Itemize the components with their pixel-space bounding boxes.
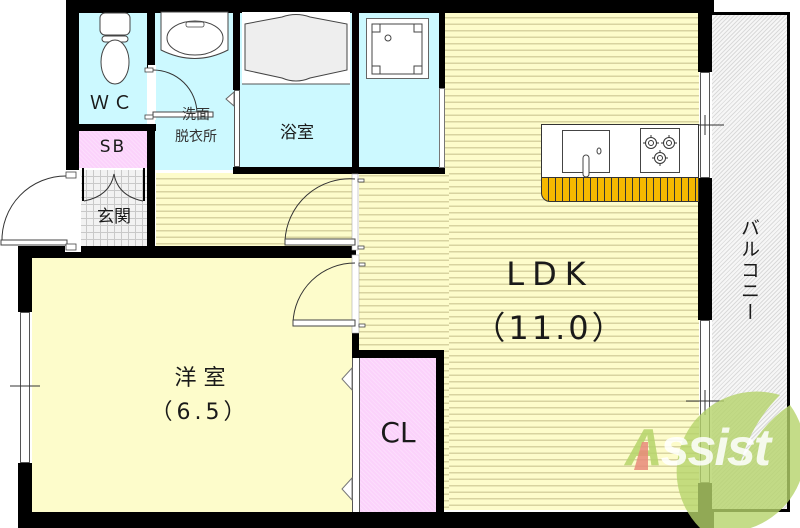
sb-doors[interactable]	[80, 168, 150, 208]
western-room	[32, 258, 352, 514]
kitchen-counter-bar	[541, 178, 699, 202]
closet-door-track	[352, 358, 360, 512]
assist-logo-accent	[634, 442, 648, 470]
washing-machine-pan-icon	[366, 18, 429, 79]
wall-wc-wash	[147, 0, 155, 68]
wall-western-left-b	[18, 463, 32, 523]
wash-basin-icon	[160, 11, 229, 59]
shoe-box	[78, 131, 148, 168]
closet-door-markers	[341, 366, 353, 502]
wall-bottom	[18, 512, 714, 528]
wc-label: ＷＣ	[89, 92, 136, 114]
wall-closet-top	[352, 350, 442, 358]
washroom-label-line2: 脱衣所	[175, 129, 217, 145]
ldk-label: LDK	[506, 255, 594, 293]
western-room-door[interactable]	[285, 254, 375, 335]
closet	[360, 357, 436, 512]
ldk-floor-main	[444, 12, 699, 510]
bath-door-marker	[225, 90, 235, 108]
entrance-door[interactable]	[0, 170, 82, 252]
western-window[interactable]	[20, 312, 30, 463]
wall-wc-wash-low	[147, 124, 155, 176]
sb-label: SB	[99, 137, 127, 157]
western-room-label: 洋 室	[174, 366, 226, 391]
assist-logo-rest: ssist	[660, 419, 772, 477]
western-room-size: （6.5）	[150, 400, 250, 425]
wall-hall-ldk	[352, 330, 359, 360]
balcony-label: バルコニー	[738, 218, 760, 323]
closet-label: CL	[380, 416, 416, 449]
entrance-floor	[80, 170, 148, 250]
bath-label: 浴室	[280, 123, 314, 143]
gas-stove-icon	[640, 128, 680, 173]
ldk-size: （11.0）	[473, 309, 627, 347]
laundry-opening	[439, 88, 445, 168]
ldk-hall-door[interactable]	[280, 172, 370, 252]
wall-wash-bottom	[147, 170, 155, 250]
wall-right-mid	[698, 178, 712, 320]
bath-door[interactable]	[234, 90, 240, 167]
assist-logo-circle	[676, 391, 800, 528]
wc-door[interactable]	[140, 65, 214, 125]
wall-top	[66, 0, 714, 13]
toilet-icon	[99, 12, 131, 85]
wall-laundry-ldk	[439, 0, 445, 88]
bathtub-icon	[242, 12, 350, 85]
wall-closet-right	[436, 350, 444, 514]
assist-logo-text: Assist	[625, 418, 772, 478]
entrance-label: 玄関	[97, 207, 131, 227]
wall-wash-bath	[233, 0, 240, 90]
washroom-label-line1: 洗面	[182, 107, 210, 123]
sink-icon	[562, 130, 610, 178]
wall-western-top	[18, 246, 356, 258]
wall-bath-laundry	[352, 0, 359, 173]
wall-wet-bottom	[233, 167, 445, 174]
wall-wc-sb	[66, 124, 156, 131]
wall-western-left-a	[18, 246, 32, 312]
hallway-floor	[156, 173, 356, 251]
wall-right-upper	[698, 0, 712, 72]
